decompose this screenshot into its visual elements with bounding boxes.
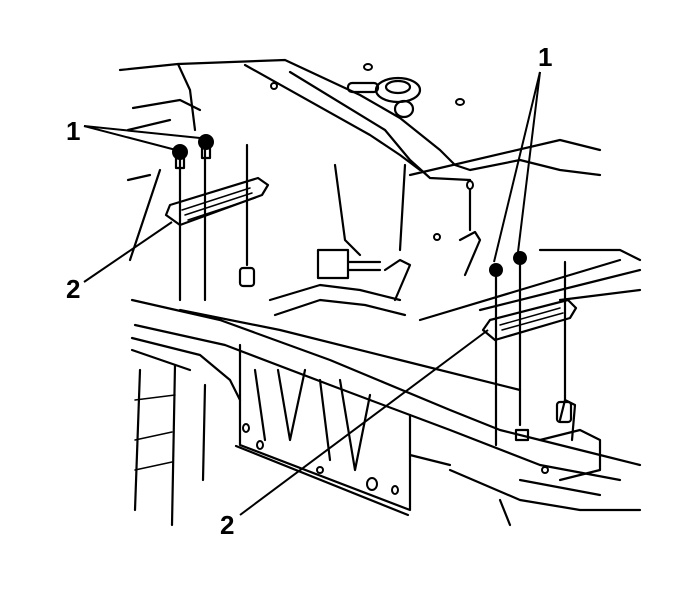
frame-bracket-plate [234,343,412,517]
engine-body-outline [118,58,602,257]
callout-1-right: 1 [538,42,553,72]
leader-1-right-b [517,71,541,253]
right-bracket [481,251,578,447]
leader-1-left-a [83,125,177,151]
hose-assembly [268,230,482,317]
left-shroud [126,118,207,527]
frame-rail [130,248,642,482]
leader-2-right [239,329,489,516]
leader-2-left [83,221,173,283]
left-bracket [164,134,270,302]
leader-lines [83,71,541,516]
leader-1-right-a [493,71,541,263]
right-lower-frame [408,398,642,527]
leader-1-left-b [83,125,201,139]
callout-1-left: 1 [66,116,81,146]
callout-2-right: 2 [220,510,235,540]
callout-2-left: 2 [66,274,81,304]
